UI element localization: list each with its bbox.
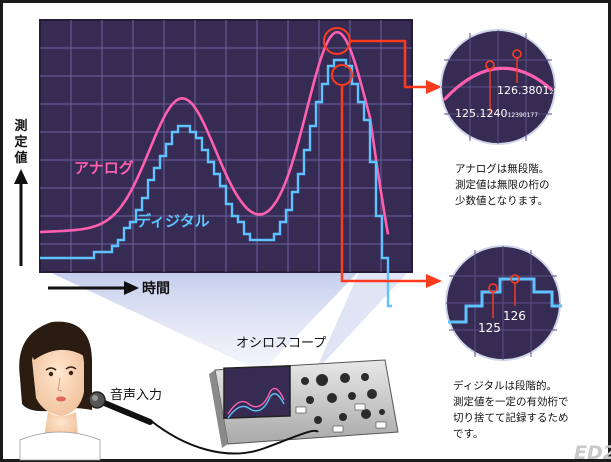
y-axis-label-2: 定 <box>13 134 27 150</box>
digital-step-b: 126 <box>503 309 526 323</box>
analog-curve <box>39 30 390 235</box>
digital-staircase <box>40 58 392 308</box>
digital-caption-line-2: 測定値を一定の有効桁で <box>453 395 569 408</box>
voice-input-label: 音声入力 <box>110 387 162 403</box>
digital-caption-line-1: ディジタルは段階的。 <box>453 379 557 392</box>
y-axis-label-3: 値 <box>13 150 27 166</box>
analog-label: アナログ <box>74 159 134 177</box>
callout-arrow-bottom <box>426 274 442 288</box>
analog-caption: アナログは無段階。 測定値は無限の桁の 少数値となります。 <box>455 162 550 207</box>
y-axis: 測 定 値 <box>13 118 28 266</box>
zoom-digital: 125 126 <box>445 245 562 361</box>
microphone-cable <box>149 419 319 455</box>
analog-value-bottom-tail: 12390177 <box>508 112 539 119</box>
waveform-screen: アナログ ディジタル <box>39 19 413 308</box>
x-axis: 時間 <box>48 280 170 297</box>
beam-right <box>315 270 410 372</box>
svg-text:126.38012709125: 126.38012709125 <box>497 84 576 97</box>
analog-value-bottom: 125.1240 <box>455 107 508 120</box>
x-axis-label: 時間 <box>142 280 170 297</box>
analog-caption-line-3: 少数値となります。 <box>455 194 548 207</box>
watermark: ED2 <box>574 442 611 462</box>
speaker-person <box>19 321 101 461</box>
digital-caption-line-4: です。 <box>453 428 483 440</box>
callout-arrow-top <box>426 80 442 94</box>
microphone-icon <box>88 391 153 425</box>
zoom-analog: 126.38012709125 125.124012390177 <box>440 29 576 145</box>
oscilloscope-label: オシロスコープ <box>236 336 326 351</box>
analog-value-top: 126.3801 <box>497 84 550 97</box>
oscilloscope <box>209 359 399 448</box>
analog-caption-line-2: 測定値は無限の桁の <box>455 178 550 191</box>
y-axis-label-1: 測 <box>14 118 27 134</box>
digital-caption: ディジタルは段階的。 測定値を一定の有効桁で 切り捨てて記録するため です。 <box>453 379 569 440</box>
svg-text:125.124012390177: 125.124012390177 <box>455 107 538 120</box>
analog-caption-line-1: アナログは無段階。 <box>455 162 549 175</box>
digital-label: ディジタル <box>136 212 210 230</box>
analog-value-top-tail: 2709125 <box>550 89 577 96</box>
digital-step-a: 125 <box>478 321 501 335</box>
digital-caption-line-3: 切り捨てて記録するため <box>453 411 569 424</box>
beam-left <box>45 270 360 372</box>
callout-connectors <box>340 39 428 283</box>
